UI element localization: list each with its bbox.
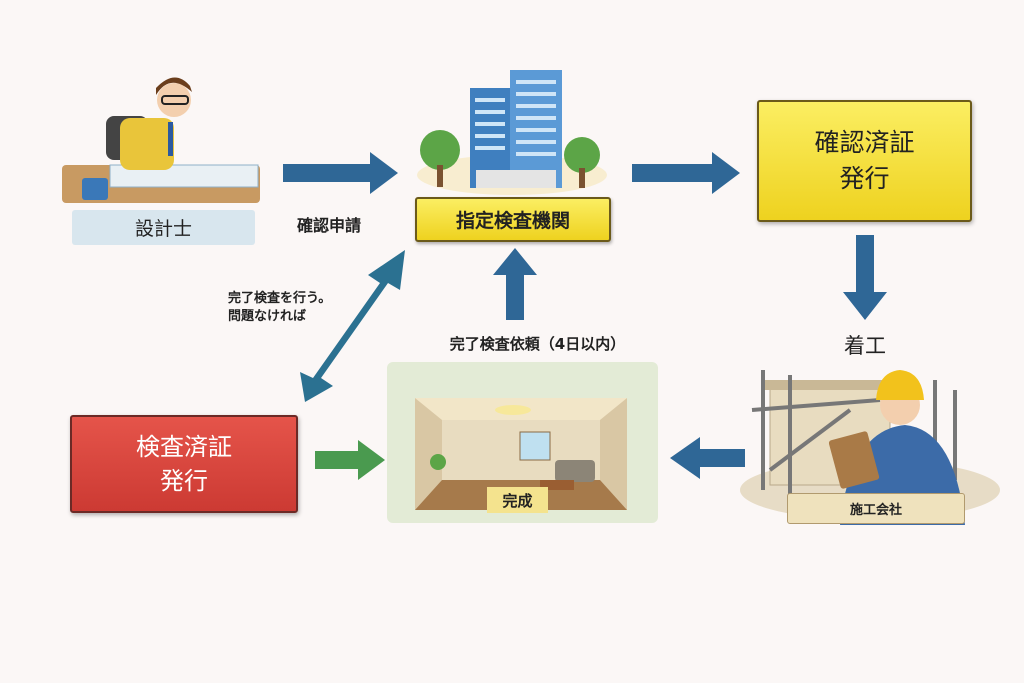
confirmation-certificate-line1: 確認済証 bbox=[814, 128, 915, 157]
inspection-note-line1: 完了検査を行う。 bbox=[228, 291, 332, 306]
inspection-note-line2: 問題なければ bbox=[228, 309, 307, 324]
arrow-completed-to-agency bbox=[493, 248, 537, 320]
designer-label: 設計士 bbox=[72, 210, 255, 245]
inspection-certificate-line1: 検査済証 bbox=[136, 433, 232, 461]
arrow-contractor-to-completed bbox=[670, 437, 745, 479]
inspection-certificate-node[interactable]: 検査済証 発行 bbox=[70, 415, 298, 513]
contractor-label: 施工会社 bbox=[787, 493, 965, 524]
construction-start-label: 着工 bbox=[844, 334, 886, 358]
completed-label: 完成 bbox=[487, 487, 548, 513]
arrow-certificate-to-start bbox=[843, 235, 887, 320]
arrow-agency-to-certificate bbox=[632, 152, 740, 194]
confirmation-certificate-line2: 発行 bbox=[839, 164, 890, 193]
inspection-certificate-line2: 発行 bbox=[160, 467, 208, 495]
designer-illustration bbox=[62, 77, 260, 203]
building-illustration bbox=[417, 70, 607, 195]
agency-node[interactable]: 指定検査機関 bbox=[415, 197, 611, 242]
inspection-note: 完了検査を行う。 問題なければ bbox=[228, 290, 331, 326]
arrow-designer-to-agency bbox=[283, 152, 398, 194]
arrow-inspection-double bbox=[300, 250, 405, 402]
arrow-to-completed-green bbox=[315, 440, 385, 480]
confirmation-certificate-node[interactable]: 確認済証 発行 bbox=[757, 100, 972, 222]
completion-request-label: 完了検査依頼（4日以内） bbox=[449, 334, 626, 353]
application-label: 確認申請 bbox=[296, 216, 361, 235]
